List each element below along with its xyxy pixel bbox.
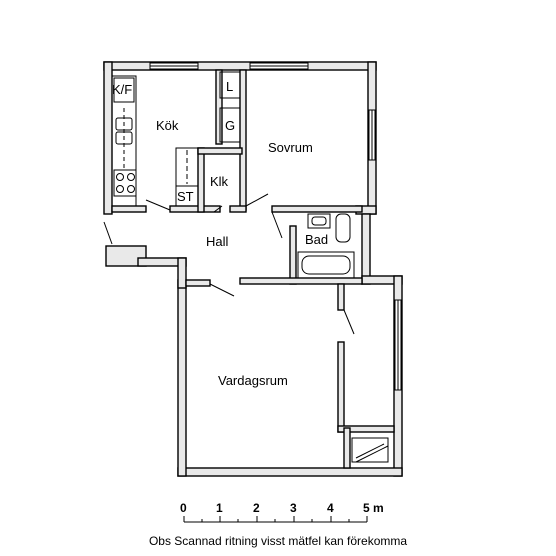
- kitchen-counter: [111, 75, 137, 207]
- scale-tick-3: 3: [290, 501, 297, 515]
- disclaimer-note: Obs Scannad ritning visst mätfel kan för…: [149, 534, 407, 548]
- scale-tick-5: 5 m: [363, 501, 384, 515]
- label-sovrum: Sovrum: [268, 140, 313, 155]
- label-kf: K/F: [112, 82, 132, 97]
- scale-tick-0: 0: [180, 501, 187, 515]
- label-st: ST: [177, 189, 194, 204]
- label-bad: Bad: [305, 232, 328, 247]
- outer-walls: [103, 61, 403, 477]
- closets: [175, 71, 241, 207]
- label-hall: Hall: [206, 234, 229, 249]
- bathroom-fixtures: [297, 213, 355, 279]
- scale-bar: 0 1 2 3 4 5 m: [180, 501, 384, 523]
- label-l: L: [226, 79, 233, 94]
- label-klk: Klk: [210, 174, 229, 189]
- doors: [103, 193, 355, 335]
- interior-walls: [111, 69, 395, 469]
- windows: [149, 62, 402, 391]
- scale-tick-2: 2: [253, 501, 260, 515]
- room-labels: K/F Kök L G Sovrum Klk ST Hall Bad Varda…: [112, 79, 328, 388]
- label-vardagsrum: Vardagsrum: [218, 373, 288, 388]
- corner-unit: [351, 437, 389, 463]
- scale-tick-1: 1: [216, 501, 223, 515]
- label-kok: Kök: [156, 118, 179, 133]
- label-g: G: [225, 118, 235, 133]
- scale-tick-4: 4: [327, 501, 334, 515]
